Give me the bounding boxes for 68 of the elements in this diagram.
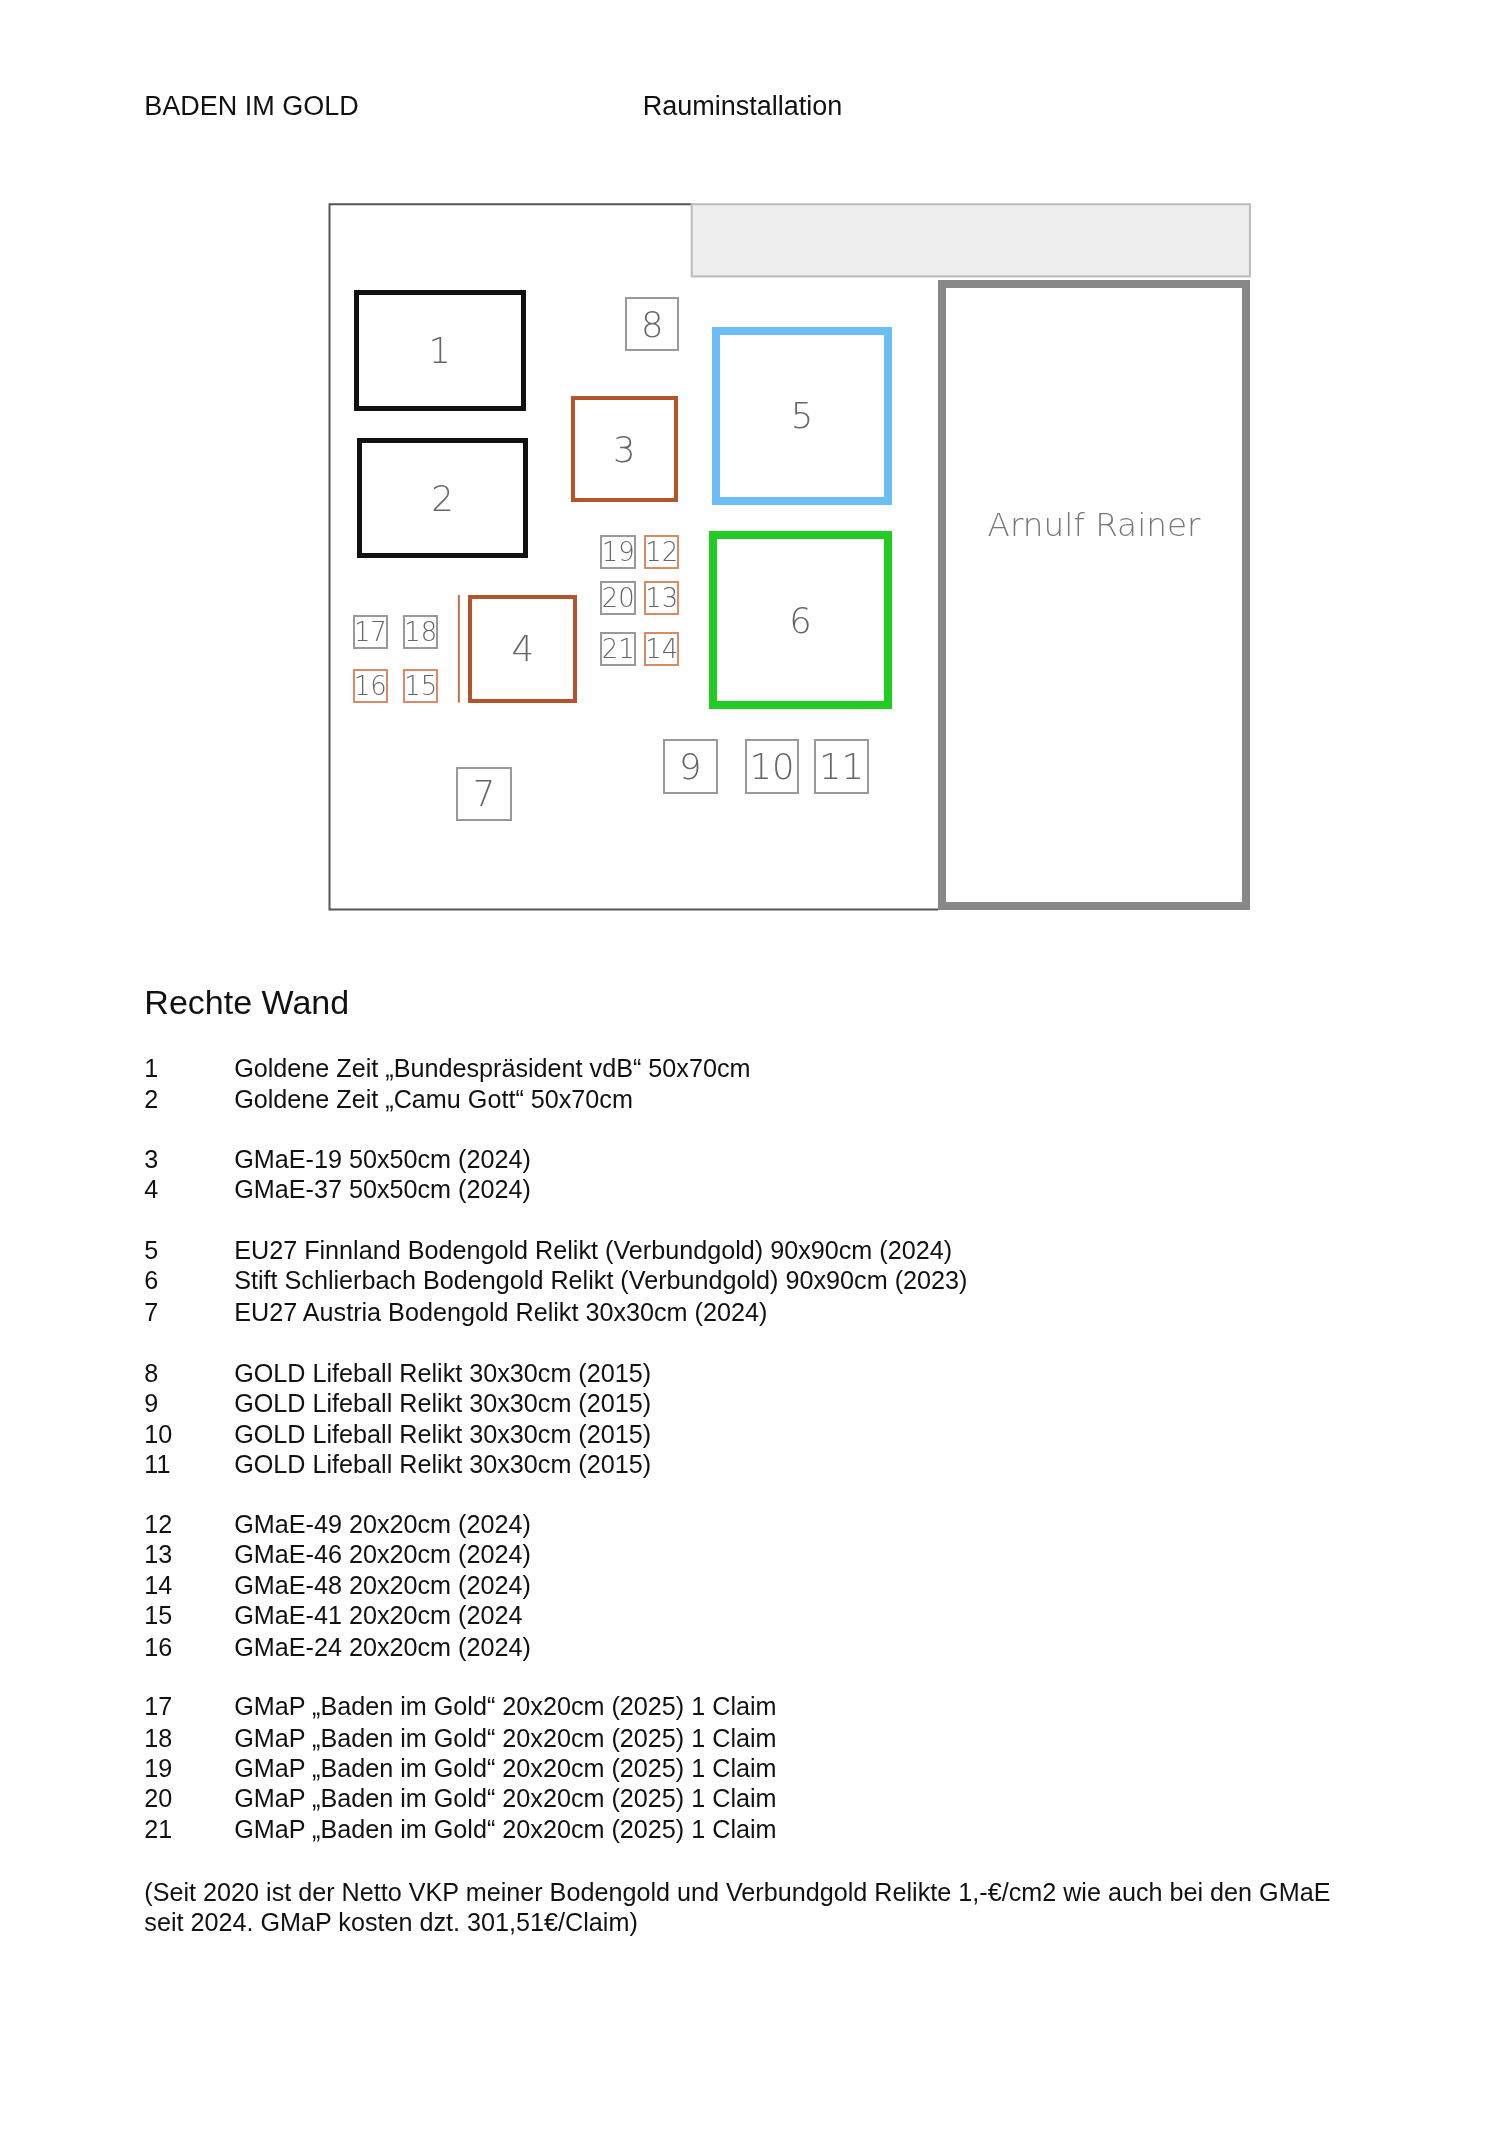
- list-number: 3: [144, 1145, 159, 1176]
- artwork-frame: 11: [814, 739, 869, 794]
- artwork-title: GOLD Lifeball Relikt 30x30cm (2015): [234, 1450, 652, 1481]
- artwork-frame: 4: [468, 595, 578, 703]
- artwork-title: GOLD Lifeball Relikt 30x30cm (2015): [234, 1358, 652, 1389]
- artwork-title: GMaP „Baden im Gold“ 20x20cm (2025) 1 Claim: [234, 1815, 777, 1845]
- artwork-title: Goldene Zeit „Camu Gott“ 50x70cm: [234, 1085, 633, 1116]
- artwork-frame: 2: [356, 438, 529, 559]
- artwork-frame: 12: [644, 535, 680, 570]
- artwork-title: GOLD Lifeball Relikt 30x30cm (2015): [234, 1388, 652, 1419]
- list-number: 17: [144, 1692, 173, 1723]
- artwork-title: GMaE-19 50x50cm (2024): [234, 1145, 531, 1176]
- artwork-title: Goldene Zeit „Bundespräsident vdB“ 50x70cm: [234, 1053, 751, 1084]
- artwork-frame: 19: [600, 535, 636, 570]
- artwork-frame: 10: [744, 739, 800, 794]
- page-title: Rauminstallation: [642, 91, 843, 123]
- artwork-title: GOLD Lifeball Relikt 30x30cm (2015): [234, 1420, 652, 1451]
- list-number: 10: [144, 1420, 173, 1451]
- list-number: 8: [144, 1358, 159, 1389]
- list-number: 13: [144, 1539, 173, 1570]
- artwork-frame: 8: [624, 296, 680, 352]
- artwork-title: GMaE-24 20x20cm (2024): [234, 1632, 531, 1663]
- artwork-title: GMaP „Baden im Gold“ 20x20cm (2025) 1 Claim: [234, 1692, 777, 1723]
- list-number: 14: [144, 1571, 173, 1602]
- artwork-frame: 17: [352, 615, 389, 650]
- artwork-frame: 7: [456, 766, 512, 821]
- artwork-title: GMaP „Baden im Gold“ 20x20cm (2025) 1 Claim: [234, 1783, 777, 1814]
- artwork-frame: 5: [712, 326, 892, 506]
- list-number: 4: [144, 1175, 159, 1205]
- artwork-title: GMaE-48 20x20cm (2024): [234, 1571, 531, 1602]
- list-number: 21: [144, 1815, 173, 1845]
- artwork-frame: 9: [663, 739, 718, 794]
- list-number: 5: [144, 1236, 159, 1267]
- list-number: 19: [144, 1753, 173, 1784]
- header-text: BADEN IM GOLD: [144, 91, 359, 123]
- list-number: 18: [144, 1723, 173, 1754]
- artwork-frame: 14: [644, 631, 680, 666]
- artwork-title: EU27 Austria Bodengold Relikt 30x30cm (2024): [234, 1297, 768, 1328]
- list-number: 2: [144, 1085, 159, 1116]
- artwork-frame: 13: [644, 581, 680, 616]
- list-number: 16: [144, 1632, 173, 1663]
- list-number: 7: [144, 1297, 159, 1328]
- artwork-frame: 15: [403, 668, 439, 703]
- artwork-frame: 3: [570, 396, 679, 503]
- artwork-frame: 18: [403, 615, 439, 650]
- section-heading: Rechte Wand: [144, 987, 350, 1019]
- artwork-title: GMaP „Baden im Gold“ 20x20cm (2025) 1 Claim: [234, 1723, 777, 1754]
- artwork-title: EU27 Finnland Bodengold Relikt (Verbundgold) 90x90cm (2024): [234, 1236, 953, 1267]
- artwork-frame: 20: [600, 581, 636, 616]
- artwork-frame: 6: [709, 531, 892, 710]
- artwork-title: GMaE-37 50x50cm (2024): [234, 1175, 531, 1205]
- list-number: 1: [144, 1053, 159, 1084]
- artwork-frame: 21: [600, 631, 636, 666]
- artwork-frame: 1: [354, 290, 526, 412]
- artwork-title: GMaP „Baden im Gold“ 20x20cm (2025) 1 Claim: [234, 1753, 777, 1784]
- list-number: 11: [144, 1450, 171, 1481]
- list-number: 12: [144, 1510, 173, 1540]
- artwork-title: GMaE-49 20x20cm (2024): [234, 1510, 531, 1540]
- note-text: (Seit 2020 ist der Netto VKP meiner Bodengold und Verbundgold Relikte 1,-€/cm2 wie auch bei den GMaE seit 2024. GMaP kosten dzt. 301,51€/Claim): [144, 1877, 1332, 1938]
- list-number: 15: [144, 1601, 173, 1632]
- artwork-title: GMaE-46 20x20cm (2024): [234, 1539, 531, 1570]
- list-number: 9: [144, 1388, 159, 1419]
- artwork-title: Stift Schlierbach Bodengold Relikt (Verbundgold) 90x90cm (2023): [234, 1266, 968, 1297]
- list-number: 20: [144, 1783, 173, 1814]
- wall-section: Arnulf Rainer: [938, 280, 1250, 910]
- artwork-title: GMaE-41 20x20cm (2024: [234, 1601, 523, 1632]
- artwork-frame: 16: [352, 668, 389, 703]
- list-number: 6: [144, 1266, 159, 1297]
